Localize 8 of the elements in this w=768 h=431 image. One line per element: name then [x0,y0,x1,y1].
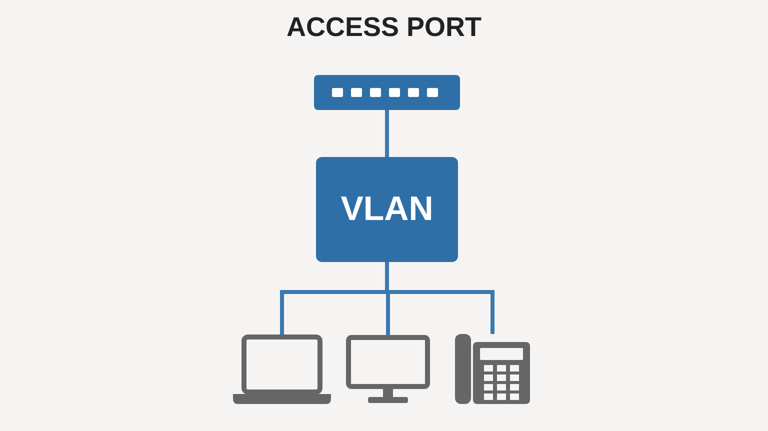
title: ACCESS PORT [285,12,483,43]
box-label: VLAN [340,190,434,229]
connector-line [385,110,389,157]
monitor-icon [346,335,430,403]
vlan-box [316,157,458,262]
desk-phone-icon [455,334,530,404]
network-switch-icon [314,75,460,110]
laptop-icon [233,334,331,404]
